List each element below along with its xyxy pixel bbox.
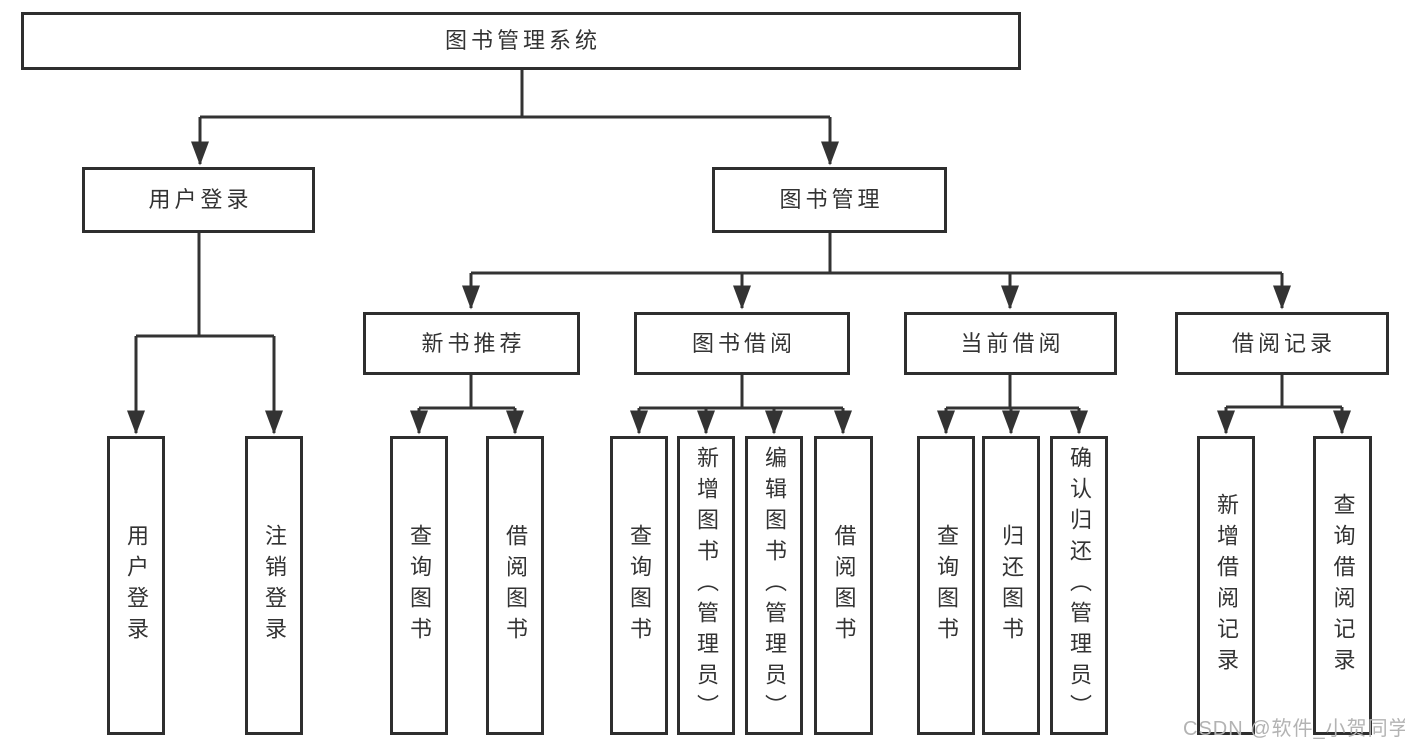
leaf-cb-return-books: 归还图书 <box>982 436 1040 735</box>
leaf-nbr-query-books-label: 查询图书 <box>407 523 432 648</box>
borrowing-records-connector <box>1217 375 1351 435</box>
leaf-br-query-record-label: 查询借阅记录 <box>1330 492 1356 679</box>
leaf-nbr-borrow-books-label: 借阅图书 <box>503 523 528 648</box>
leaf-cb-return-books-label: 归还图书 <box>999 523 1024 648</box>
node-book-borrowing: 图书借阅 <box>634 312 850 375</box>
root-to-level2-connector <box>191 70 839 166</box>
leaf-cb-confirm-return-admin: 确认归还（管理员） <box>1050 436 1108 735</box>
leaf-br-query-record: 查询借阅记录 <box>1313 436 1372 735</box>
leaf-user-login-label: 用户登录 <box>124 523 149 648</box>
node-root-library-system: 图书管理系统 <box>21 12 1021 70</box>
leaf-nbr-borrow-books: 借阅图书 <box>486 436 544 735</box>
node-borrowing-records: 借阅记录 <box>1175 312 1389 375</box>
leaf-cb-query-books-label: 查询图书 <box>934 523 959 648</box>
leaf-bb-query-books-label: 查询图书 <box>627 523 652 648</box>
current-borrowing-connector <box>937 375 1088 435</box>
leaf-bb-borrow-books: 借阅图书 <box>814 436 873 735</box>
book-management-branch-connector <box>462 233 1291 310</box>
leaf-bb-add-books-admin-label: 新增图书（管理员） <box>694 446 719 725</box>
leaf-cb-confirm-return-admin-label: 确认归还（管理员） <box>1067 446 1092 725</box>
leaf-bb-borrow-books-label: 借阅图书 <box>831 523 857 648</box>
user-login-branch-connector <box>127 233 283 435</box>
node-current-borrowing: 当前借阅 <box>904 312 1117 375</box>
leaf-logout: 注销登录 <box>245 436 303 735</box>
node-new-book-recommend: 新书推荐 <box>363 312 580 375</box>
leaf-br-add-record-label: 新增借阅记录 <box>1214 492 1239 679</box>
leaf-bb-add-books-admin: 新增图书（管理员） <box>677 436 735 735</box>
book-borrowing-connector <box>630 375 852 435</box>
node-book-management: 图书管理 <box>712 167 947 233</box>
new-book-recommend-connector <box>410 375 524 435</box>
leaf-br-add-record: 新增借阅记录 <box>1197 436 1255 735</box>
node-user-login: 用户登录 <box>82 167 315 233</box>
csdn-watermark: CSDN @软件_小贺同学 <box>1183 718 1405 740</box>
leaf-bb-query-books: 查询图书 <box>610 436 668 735</box>
leaf-logout-label: 注销登录 <box>262 523 287 648</box>
leaf-cb-query-books: 查询图书 <box>917 436 975 735</box>
leaf-bb-edit-books-admin-label: 编辑图书（管理员） <box>762 446 787 725</box>
leaf-nbr-query-books: 查询图书 <box>390 436 448 735</box>
leaf-bb-edit-books-admin: 编辑图书（管理员） <box>745 436 803 735</box>
leaf-user-login: 用户登录 <box>107 436 165 735</box>
